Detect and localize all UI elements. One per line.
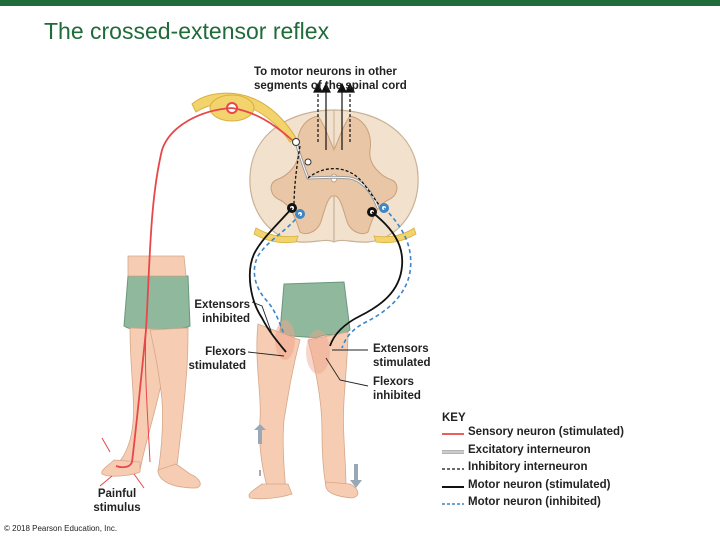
label-line: inhibited bbox=[202, 313, 250, 325]
key-item-motor-stimulated: Motor neuron (stimulated) bbox=[442, 479, 662, 497]
label-line: Flexors bbox=[205, 346, 246, 358]
label-flexors-stimulated: Flexors stimulated bbox=[180, 345, 246, 373]
copyright-notice: © 2018 Pearson Education, Inc. bbox=[4, 524, 118, 533]
leader-lines bbox=[247, 301, 369, 387]
motor-stimulated-paths bbox=[248, 207, 404, 353]
label-extensors-inhibited: Extensors inhibited bbox=[186, 298, 250, 326]
key-label: Sensory neuron (stimulated) bbox=[468, 426, 624, 438]
label-line: Flexors bbox=[373, 376, 414, 388]
slide-title: The crossed-extensor reflex bbox=[44, 18, 330, 44]
top-accent-bar bbox=[0, 0, 720, 6]
key-legend: KEY Sensory neuron (stimulated) Excitato… bbox=[442, 412, 662, 514]
label-motor-segments: To motor neurons in other segments of th… bbox=[254, 65, 407, 93]
label-flexors-inhibited: Flexors inhibited bbox=[373, 375, 421, 403]
key-item-inhibitory: Inhibitory interneuron bbox=[442, 461, 662, 479]
key-item-sensory: Sensory neuron (stimulated) bbox=[442, 426, 662, 444]
right-leg bbox=[248, 281, 359, 500]
key-item-motor-inhibited: Motor neuron (inhibited) bbox=[442, 496, 662, 514]
sensory-neuron-path bbox=[115, 107, 293, 469]
label-line: Extensors bbox=[194, 299, 250, 311]
key-swatch-motor-stimulated bbox=[442, 485, 464, 488]
label-line: segments of the spinal cord bbox=[254, 80, 407, 92]
label-line: Extensors bbox=[373, 343, 429, 355]
key-swatch-excitatory bbox=[442, 449, 464, 454]
label-line: Painful bbox=[97, 488, 137, 500]
key-item-excitatory: Excitatory interneuron bbox=[442, 444, 662, 462]
ascending-arrows bbox=[313, 82, 355, 150]
key-label: Motor neuron (inhibited) bbox=[468, 496, 601, 509]
label-line: stimulated bbox=[373, 357, 431, 369]
label-line: stimulated bbox=[188, 360, 246, 372]
key-swatch-inhibitory bbox=[442, 468, 464, 470]
key-title: KEY bbox=[442, 412, 466, 424]
interneurons bbox=[292, 138, 381, 209]
key-label: Inhibitory interneuron bbox=[468, 461, 588, 474]
stimulus-arrows bbox=[99, 437, 145, 489]
key-label: Excitatory interneuron bbox=[468, 443, 591, 456]
label-line: inhibited bbox=[373, 390, 421, 402]
motor-inhibited-paths bbox=[253, 207, 412, 349]
label-painful-stimulus: Painful stimulus bbox=[88, 487, 146, 515]
key-label: Motor neuron (stimulated) bbox=[468, 478, 611, 491]
movement-arrows bbox=[254, 424, 362, 488]
key-swatch-sensory bbox=[442, 433, 464, 435]
label-line: stimulus bbox=[93, 502, 141, 514]
label-extensors-stimulated: Extensors stimulated bbox=[373, 342, 431, 370]
label-line: To motor neurons in other bbox=[254, 66, 397, 78]
key-swatch-motor-inhibited bbox=[442, 503, 464, 506]
